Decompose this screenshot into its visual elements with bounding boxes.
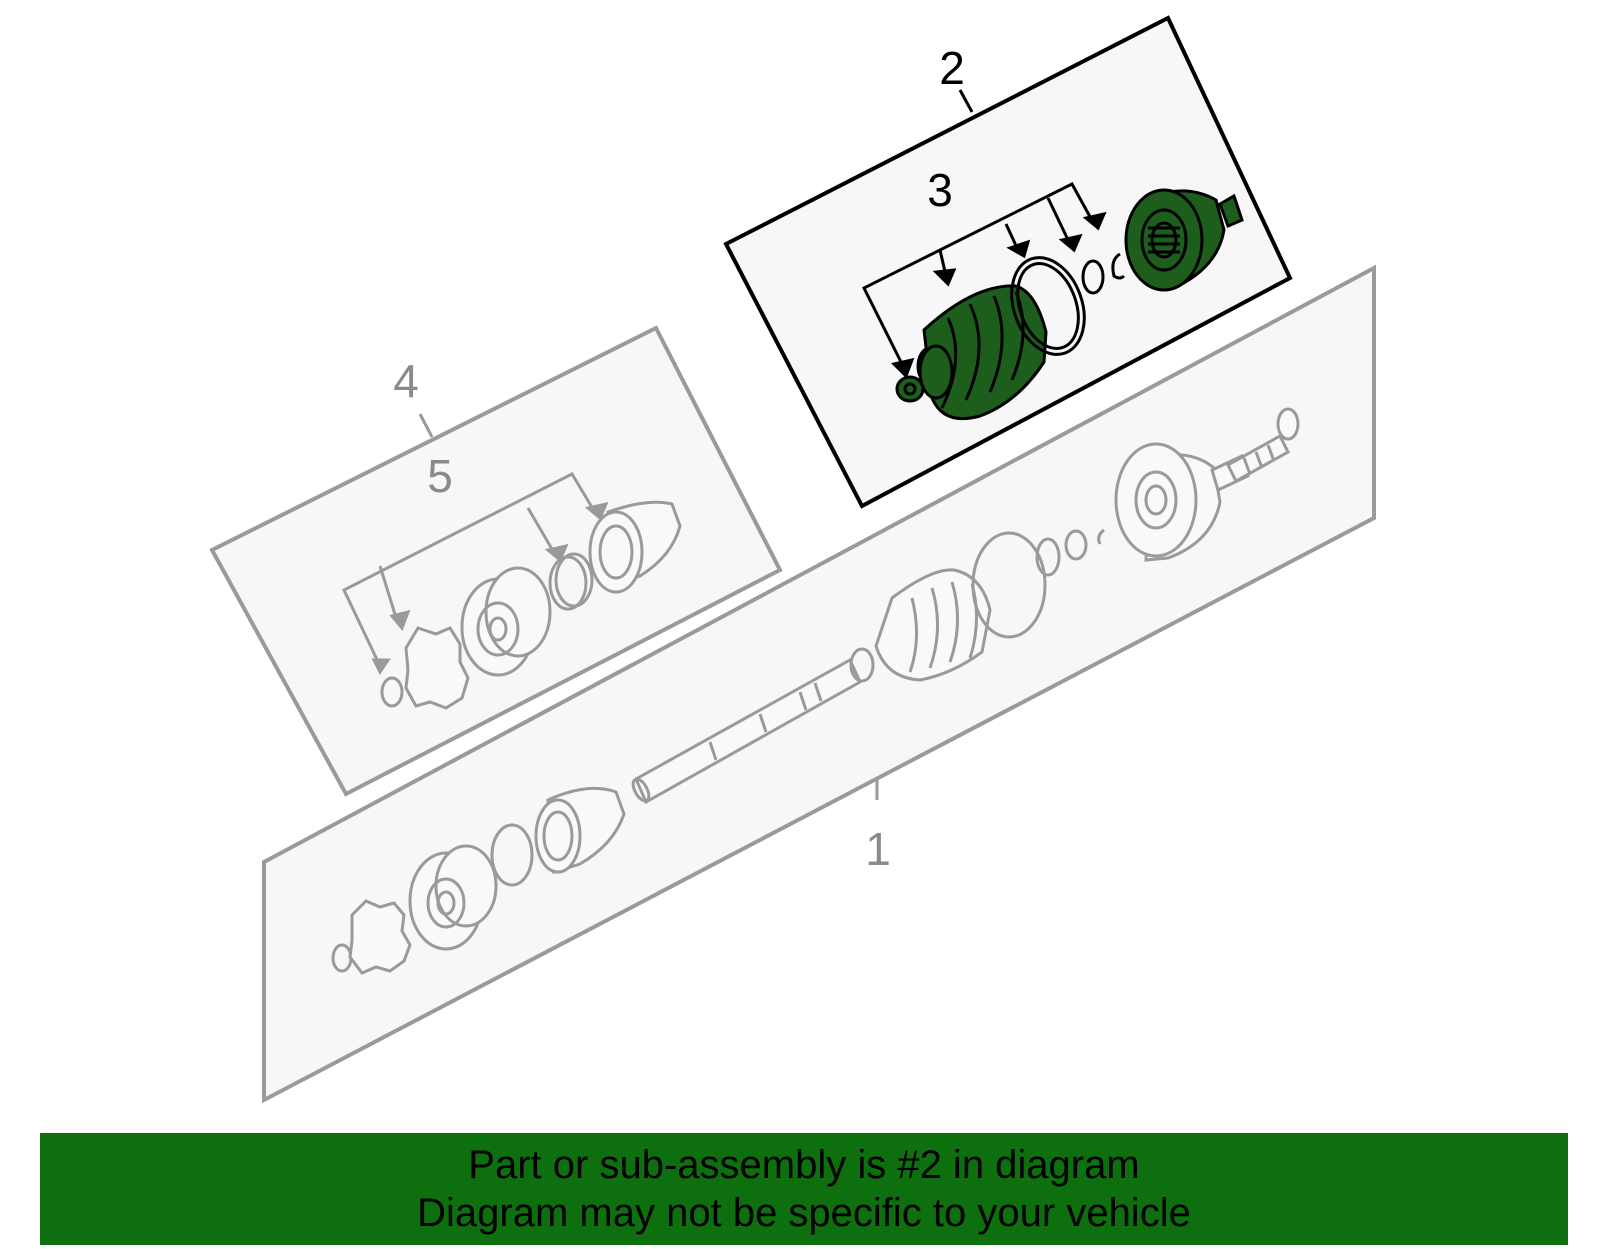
info-banner: Part or sub-assembly is #2 in diagram Di… [40,1133,1568,1245]
callout-3: 3 [927,164,953,216]
panel-axle-assembly: 1 [262,264,1376,1104]
callout-2: 2 [939,42,965,94]
callout-5: 5 [427,450,453,502]
callout-1: 1 [865,823,891,875]
outer-cv-joint [1035,442,1250,577]
inner-cv-joint [331,844,498,975]
parts-diagram: 1 [209,15,1376,1104]
callout-4: 4 [393,355,419,407]
clamp-ring-highlight [1010,256,1086,356]
banner-line-1: Part or sub-assembly is #2 in diagram [468,1143,1140,1187]
panel-inner-joint-kit: 4 5 [209,325,783,797]
inner-joint-grey [460,566,552,677]
inner-boot [490,786,626,887]
circlip-highlight [1081,252,1126,295]
clamp-ring-grey [548,552,594,611]
axle-bolt [1226,407,1300,484]
outer-cv-joint-highlight [1124,188,1244,292]
panel-outer-joint-kit: 2 3 [723,15,1293,509]
banner-line-2: Diagram may not be specific to your vehi… [417,1191,1191,1235]
circlip-grey [380,676,404,708]
flange-gasket-grey [404,626,470,710]
outer-boot [849,531,1047,683]
inner-boot-grey [588,500,682,594]
